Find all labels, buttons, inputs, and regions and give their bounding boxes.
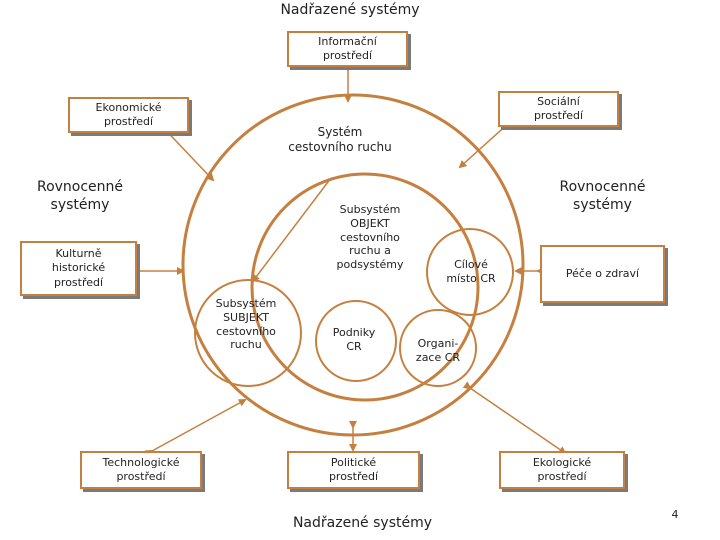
organizations-label: Organi- zace CR — [415, 337, 461, 364]
equal-systems-right: Rovnocenné systémy — [559, 179, 646, 213]
subject-subsystem-label: Subsystém SUBJEKT cestovního ruchu — [215, 297, 277, 352]
organizations-circle — [399, 309, 477, 387]
bottom-title: Nadřazené systémy — [292, 515, 433, 531]
box-ekologicke: Ekologické prostředí — [499, 451, 625, 489]
object-subsystem-label: Subsystém OBJEKT cestovního ruchu a pods… — [336, 203, 404, 271]
tourism-system-label: Systém cestovního ruchu — [288, 125, 392, 154]
box-ekonomicke: Ekonomické prostředí — [68, 97, 189, 133]
arrow-system-to-subject — [251, 177, 332, 283]
box-socialni: Sociální prostředí — [498, 91, 619, 127]
box-informacni: Informační prostředí — [287, 31, 408, 67]
destination-circle — [426, 228, 514, 316]
arrow-socialni — [458, 115, 518, 169]
box-technologicke: Technologické prostředí — [80, 451, 202, 489]
top-title: Nadřazené systémy — [280, 2, 420, 18]
page-number: 4 — [671, 508, 679, 521]
box-pece: Péče o zdraví — [540, 245, 665, 303]
box-politicke: Politické prostředí — [287, 451, 420, 489]
box-kulturne: Kulturně historické prostředí — [20, 241, 137, 296]
arrow-ekologicke — [462, 381, 567, 455]
companies-circle — [315, 300, 397, 382]
equal-systems-left: Rovnocenné systémy — [36, 179, 124, 213]
arrow-technologicke — [144, 399, 247, 458]
companies-label: Podniky CR — [332, 326, 376, 353]
object-subsystem-circle — [250, 172, 480, 402]
destination-label: Cílové místo CR — [446, 258, 496, 285]
subject-subsystem-circle — [194, 279, 302, 387]
